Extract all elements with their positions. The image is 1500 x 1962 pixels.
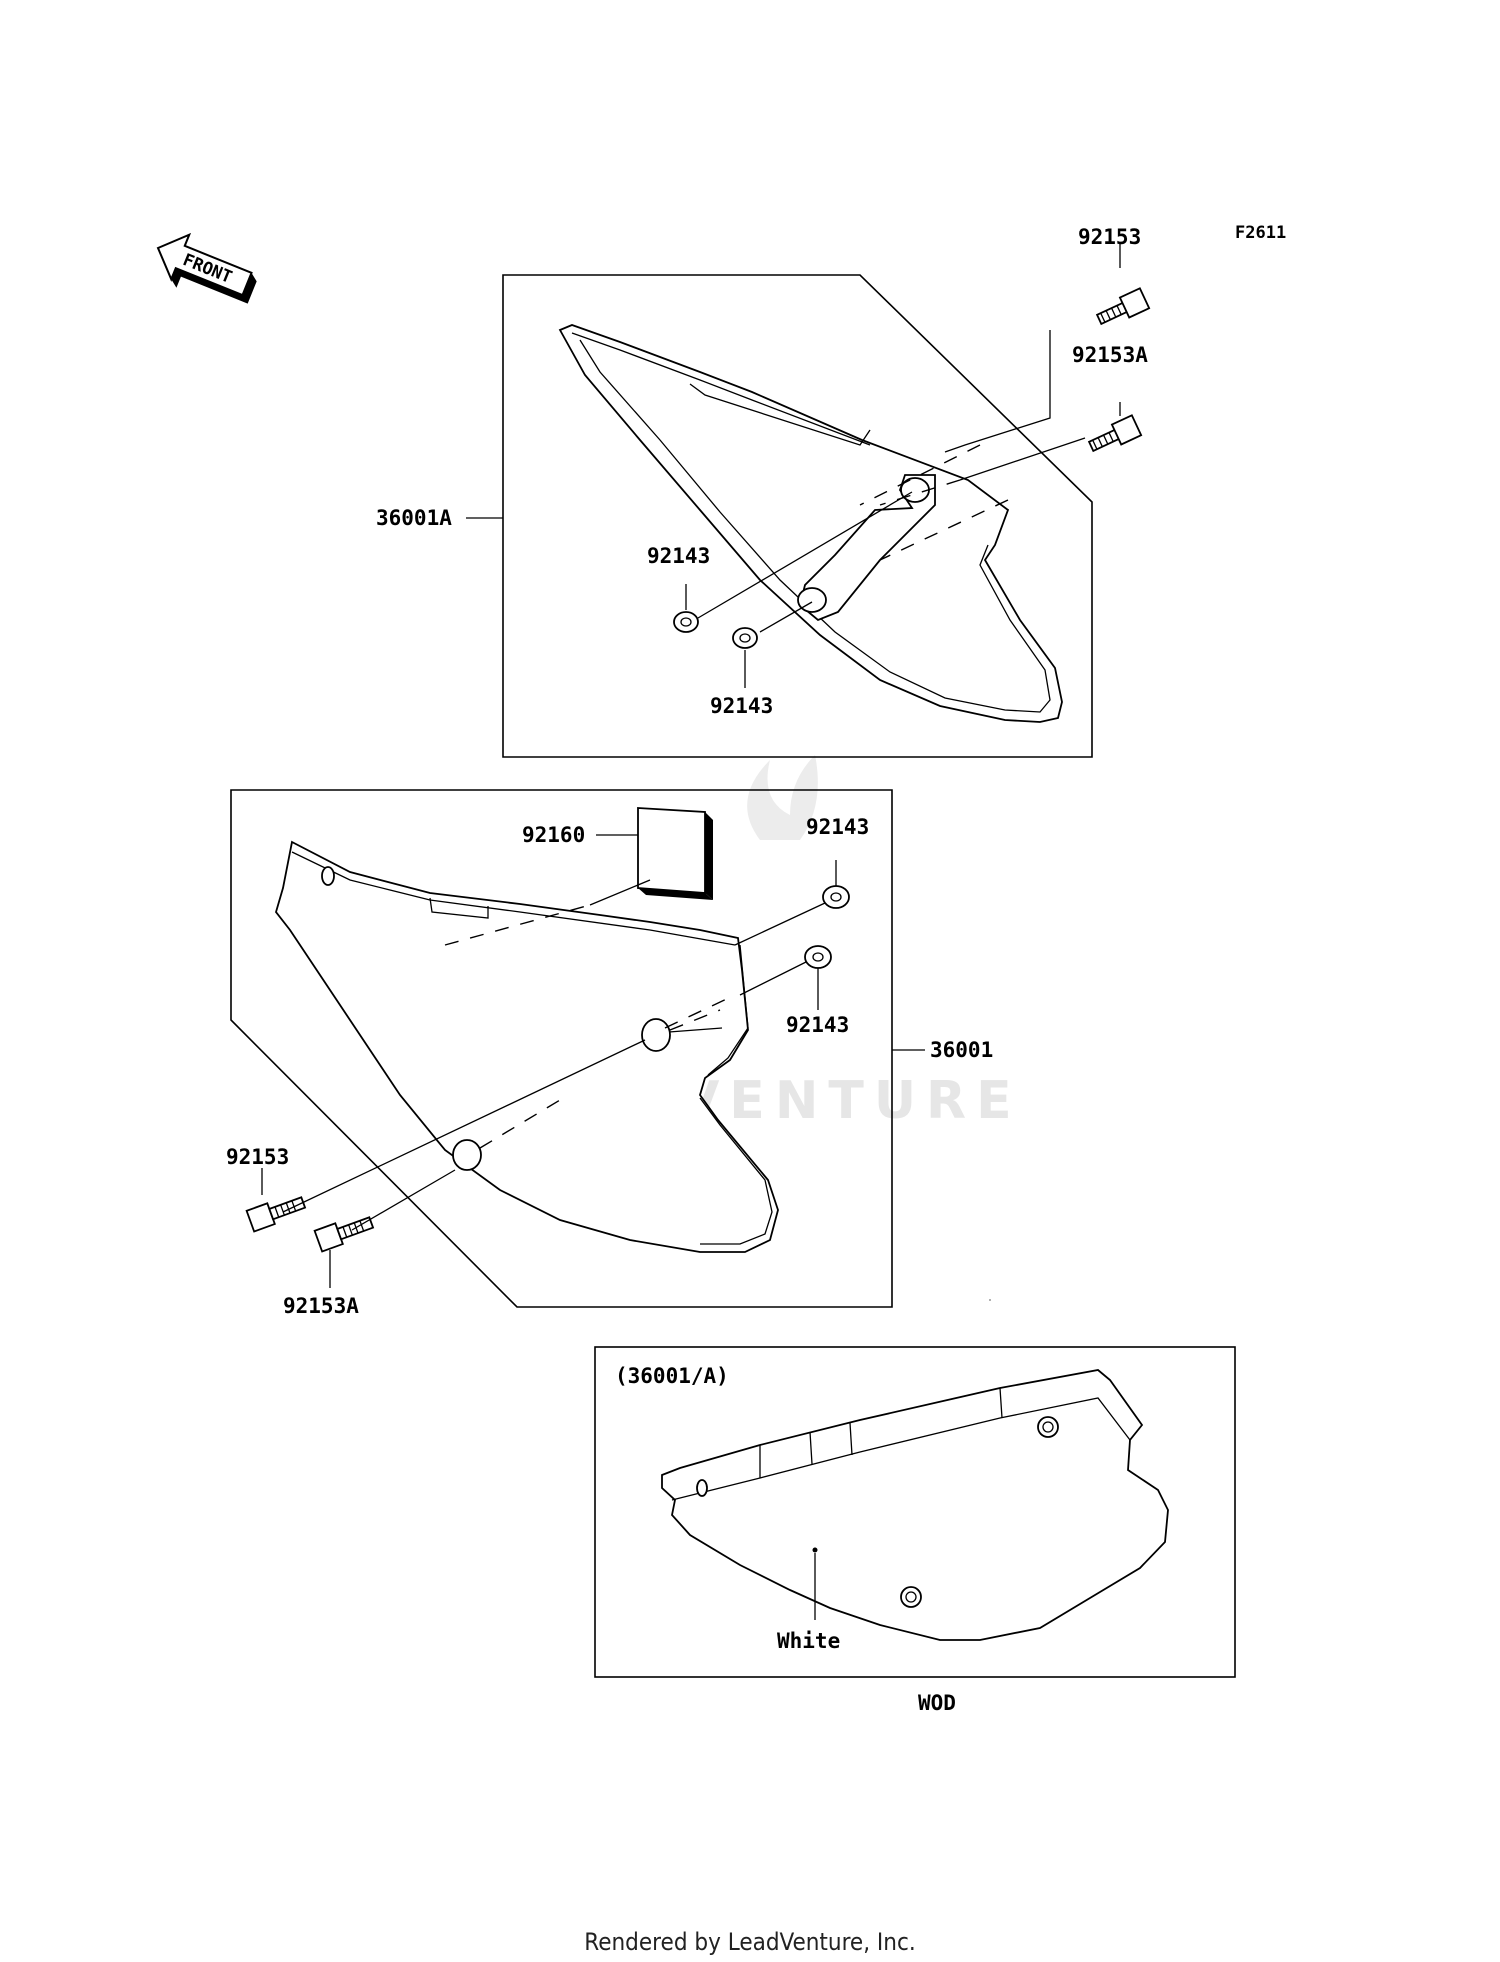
footer-credit: Rendered by LeadVenture, Inc. (584, 1928, 915, 1956)
grommet-upper-1 (673, 611, 699, 633)
variant-box: (36001/A) White WOD (594, 1346, 1236, 1715)
label-92153-upper: 92153 (1078, 225, 1141, 249)
mount-hole-upper (1037, 1416, 1059, 1438)
label-36001: 36001 (930, 1038, 993, 1062)
bolt-92153A-lower (313, 1216, 375, 1253)
label-92143-lower-1: 92143 (806, 815, 869, 839)
label-92143-lower-2: 92143 (786, 1013, 849, 1037)
grommet-lower-1 (822, 885, 850, 909)
mount-hole-lower (900, 1586, 922, 1608)
label-92153A-lower: 92153A (283, 1294, 359, 1318)
color-label: White (777, 1629, 840, 1653)
side-cover-36001 (275, 840, 779, 1253)
pad-92160 (637, 807, 713, 900)
model-code: WOD (918, 1691, 956, 1715)
side-cover-36001A (558, 324, 1063, 723)
upper-frame (502, 274, 1093, 758)
label-92143-upper-2: 92143 (710, 694, 773, 718)
bolt-92153-upper (1095, 287, 1151, 326)
grommet-upper-2 (732, 627, 758, 649)
label-36001A: 36001A (376, 506, 452, 530)
front-arrow-icon: FRONT (156, 232, 257, 304)
bolt-92153A-upper (1087, 414, 1143, 453)
figure-code: F2611 (1235, 223, 1286, 243)
label-92153A-upper: 92153A (1072, 343, 1148, 367)
grommet-lower-2 (804, 945, 832, 969)
lower-frame (230, 789, 893, 1308)
variant-frame (594, 1346, 1236, 1678)
hole-lower (452, 1139, 482, 1171)
boss-upper (900, 477, 930, 503)
hole-upper (641, 1018, 671, 1052)
bolt-92153-lower (245, 1196, 307, 1233)
side-cover-variant (661, 1369, 1169, 1641)
label-92143-upper-1: 92143 (647, 544, 710, 568)
label-92160: 92160 (522, 823, 585, 847)
color-marker (812, 1547, 818, 1553)
variant-header: (36001/A) (615, 1364, 729, 1388)
lower-assembly: 92160 92143 92143 36001 92153 92153A (226, 789, 993, 1318)
upper-assembly: 92153 92153A 36001A 92143 92143 (376, 225, 1151, 758)
label-92153-lower: 92153 (226, 1145, 289, 1169)
